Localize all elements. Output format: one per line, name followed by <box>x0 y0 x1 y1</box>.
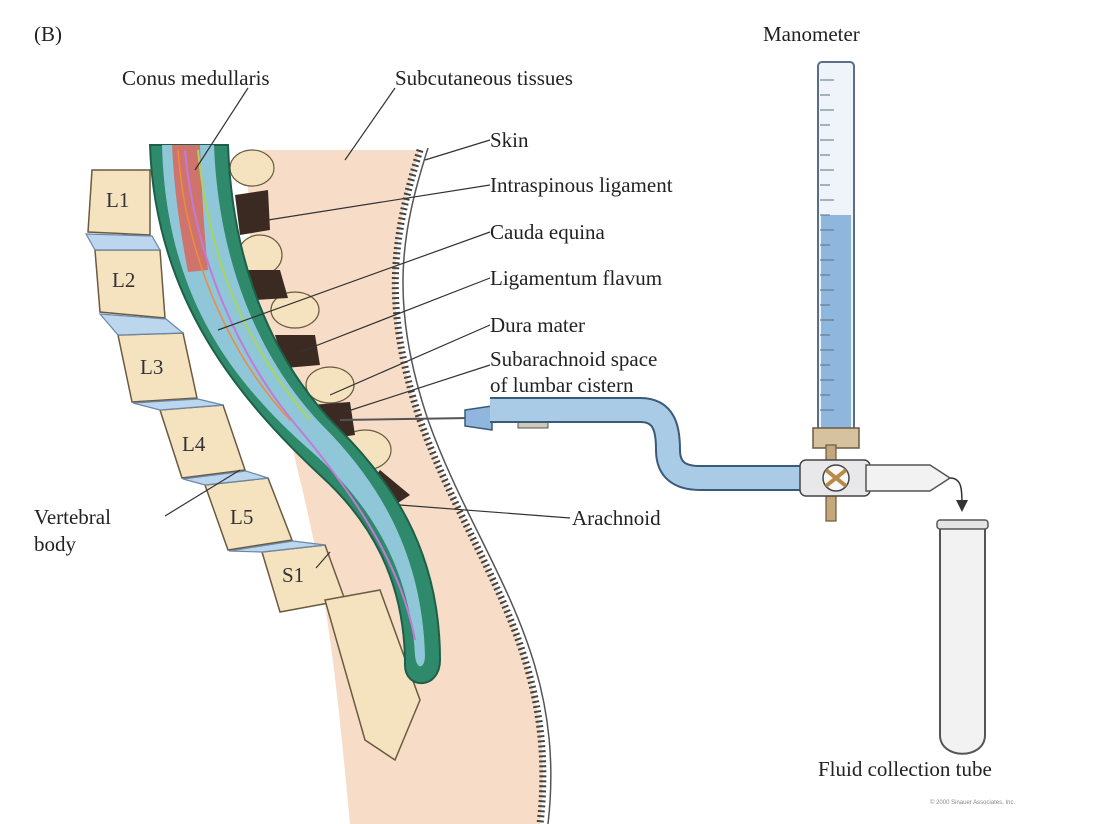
vertebra-label-l5: L5 <box>230 505 253 529</box>
vertebra-label-s1: S1 <box>282 563 304 587</box>
connecting-tubing-fill <box>490 410 815 478</box>
spinous-1 <box>230 150 274 186</box>
label-subarachnoid-line2: of lumbar cistern <box>490 373 633 397</box>
panel-label: (B) <box>34 22 62 46</box>
label-subcutaneous-tissues: Subcutaneous tissues <box>395 66 573 90</box>
label-conus-medullaris: Conus medullaris <box>122 66 270 90</box>
leader-skin <box>425 140 490 160</box>
vertebra-label-l3: L3 <box>140 355 163 379</box>
ligament-1 <box>235 190 270 235</box>
label-ligamentum-flavum: Ligamentum flavum <box>490 266 662 290</box>
vertebra-label-l2: L2 <box>112 268 135 292</box>
label-skin: Skin <box>490 128 529 152</box>
label-intraspinous-ligament: Intraspinous ligament <box>490 173 673 197</box>
label-subarachnoid-line1: Subarachnoid space <box>490 347 657 371</box>
needle-hub <box>465 406 492 430</box>
label-dura-mater: Dura mater <box>490 313 585 337</box>
disc-1 <box>86 234 160 250</box>
outlet-spout <box>866 465 950 491</box>
drip-arrowhead <box>956 500 968 512</box>
label-manometer: Manometer <box>763 22 860 46</box>
label-arachnoid: Arachnoid <box>572 506 661 530</box>
vertebra-label-l4: L4 <box>182 432 205 456</box>
collection-tube-rim <box>937 520 988 529</box>
label-cauda-equina: Cauda equina <box>490 220 605 244</box>
label-body: body <box>34 532 76 556</box>
collection-tube <box>940 525 985 754</box>
label-fluid-collection-tube: Fluid collection tube <box>818 757 992 781</box>
label-vertebral: Vertebral <box>34 505 111 529</box>
vertebra-label-l1: L1 <box>106 188 129 212</box>
copyright-notice: © 2000 Sinauer Associates, Inc. <box>930 800 1015 806</box>
spinous-4 <box>306 367 354 403</box>
leader-subcutaneous <box>345 88 395 160</box>
manometer-fluid <box>821 215 851 431</box>
disc-2 <box>100 314 183 335</box>
